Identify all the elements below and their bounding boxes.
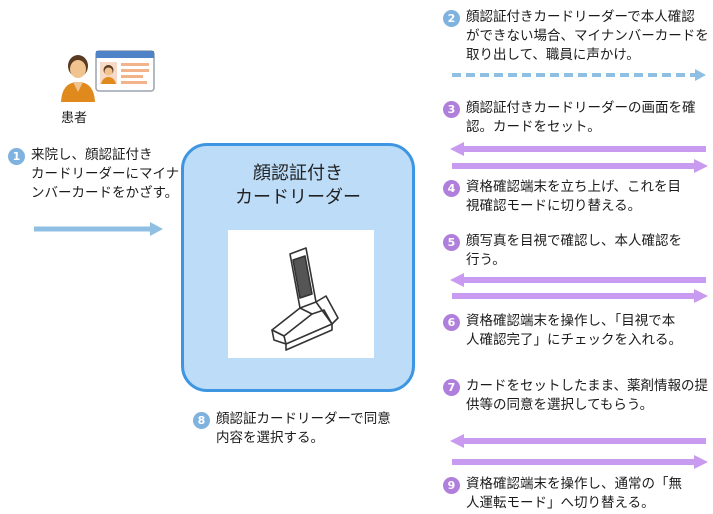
step-9-text: 資格確認端末を操作し、通常の「無 人運転モード」へ切り替える。 [466, 476, 682, 511]
step-6: 6 資格確認端末を操作し、「目視で本 人確認完了」にチェックを入れる。 [443, 312, 682, 350]
arrow-step-4 [452, 159, 708, 173]
step-3-text: 顔認証付きカードリーダーの画面を確 認。カードをセット。 [466, 100, 696, 135]
step-6-text: 資格確認端末を操作し、「目視で本 人確認完了」にチェックを入れる。 [466, 313, 682, 348]
arrow-step-7 [450, 434, 706, 448]
device-title: 顔認証付き カードリーダー [235, 163, 361, 208]
step-8-text: 顔認証カードリーダーで同意 内容を選択する。 [216, 411, 391, 446]
arrow-step-5 [450, 273, 706, 287]
step-9-number: 9 [443, 477, 460, 494]
arrow-step-3 [450, 142, 706, 156]
step-6-number: 6 [443, 314, 460, 331]
step-9: 9 資格確認端末を操作し、通常の「無 人運転モード」へ切り替える。 [443, 475, 682, 513]
step-3-number: 3 [443, 101, 460, 118]
step-5-text: 顔写真を目視で確認し、本人確認を 行う。 [466, 233, 682, 268]
step-7-text: カードをセットしたまま、薬剤情報の提 供等の同意を選択してもらう。 [466, 378, 709, 413]
step-7: 7 カードをセットしたまま、薬剤情報の提 供等の同意を選択してもらう。 [443, 377, 708, 415]
step-5-number: 5 [443, 234, 460, 251]
arrow-step-9 [452, 455, 708, 469]
step-8-number: 8 [193, 412, 210, 429]
step-4: 4 資格確認端末を立ち上げ、これを目 視確認モードに切り替える。 [443, 178, 681, 216]
patient-label: 患者 [61, 111, 88, 126]
arrow-step-2 [452, 69, 706, 81]
step-2-number: 2 [443, 10, 460, 27]
step-8: 8 顔認証カードリーダーで同意 内容を選択する。 [193, 410, 391, 448]
step-1: 1 来院し、顔認証付き カードリーダーにマイナ ンバーカードをかざす。 [8, 146, 179, 203]
step-5: 5 顔写真を目視で確認し、本人確認を 行う。 [443, 232, 682, 270]
patient-icon [61, 55, 95, 102]
step-2-text: 顔認証付きカードリーダーで本人確認 ができない場合、マイナンバーカードを 取り出… [466, 9, 709, 63]
step-2: 2 顔認証付きカードリーダーで本人確認 ができない場合、マイナンバーカードを 取… [443, 8, 709, 65]
step-1-number: 1 [8, 148, 25, 165]
step-4-number: 4 [443, 180, 460, 197]
step-4-text: 資格確認端末を立ち上げ、これを目 視確認モードに切り替える。 [466, 179, 682, 214]
step-7-number: 7 [443, 379, 460, 396]
step-3: 3 顔認証付きカードリーダーの画面を確 認。カードをセット。 [443, 99, 696, 137]
id-card-icon [95, 50, 155, 92]
step-1-text: 来院し、顔認証付き カードリーダーにマイナ ンバーカードをかざす。 [31, 147, 180, 201]
device-illustration-panel [228, 230, 374, 358]
arrow-step-1 [34, 222, 163, 236]
arrow-step-6 [452, 289, 708, 303]
card-reader-device-icon [271, 247, 339, 351]
face-auth-card-reader-box: 顔認証付き カードリーダー [181, 143, 415, 392]
